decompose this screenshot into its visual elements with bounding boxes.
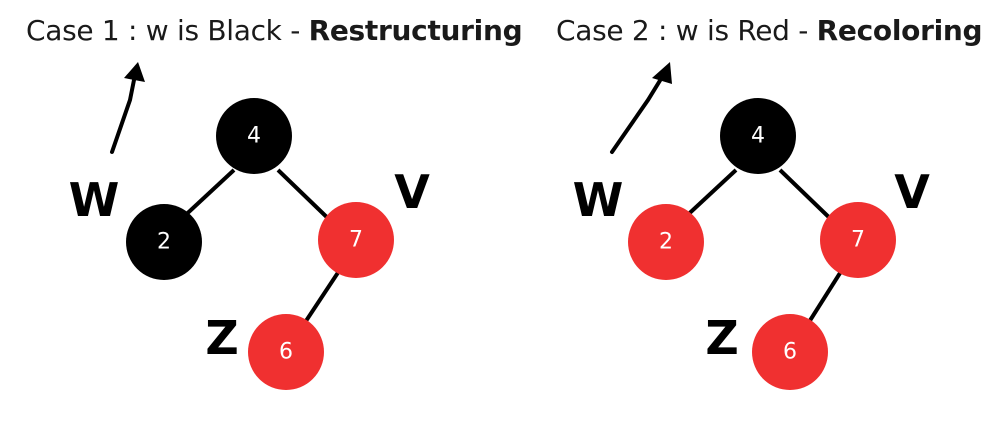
case-1-title-bold: Restructuring xyxy=(308,14,523,47)
case-1-pointer-arrow xyxy=(110,68,138,154)
case-1-label-v: V xyxy=(394,165,430,219)
case-2-node-w-label: 2 xyxy=(659,230,673,255)
case-1-node-root xyxy=(216,98,292,174)
case-2-node-root xyxy=(720,98,796,174)
case-2-tree: 4 2 7 6 W V Z xyxy=(573,62,930,390)
case-1-title: Case 1 : w is Black - Restructuring xyxy=(26,14,523,47)
case-2-pointer-arrowhead xyxy=(652,62,672,84)
case-2-node-v xyxy=(820,202,896,278)
case-2-node-v-label: 7 xyxy=(851,228,865,253)
case-1-node-root-label: 4 xyxy=(247,124,261,149)
case-1-node-v xyxy=(318,202,394,278)
case-2-pointer-arrow xyxy=(610,72,666,154)
case-2-node-z-label: 6 xyxy=(783,340,797,365)
case-1-node-v-label: 7 xyxy=(349,228,363,253)
case-2-label-v: V xyxy=(894,165,930,219)
case-1-pointer-arrowhead xyxy=(124,62,145,82)
case-2-label-z: Z xyxy=(705,311,738,365)
case-2-node-root-label: 4 xyxy=(751,124,765,149)
case-1-edge-v-z xyxy=(298,260,347,332)
case-2-node-w xyxy=(628,204,704,280)
case-1-node-w xyxy=(126,204,202,280)
case-2-node-z xyxy=(752,314,828,390)
case-1-tree: 4 2 7 6 W V Z xyxy=(69,62,430,390)
case-2-title-prefix: Case 2 : w is Red - xyxy=(556,14,817,47)
case-1-title-prefix: Case 1 : w is Black - xyxy=(26,14,309,47)
case-1-node-z-label: 6 xyxy=(279,340,293,365)
case-1-node-z xyxy=(248,314,324,390)
case-1-label-w: W xyxy=(69,173,120,227)
case-2-label-w: W xyxy=(573,173,624,227)
case-1-label-z: Z xyxy=(205,311,238,365)
case-2-title-bold: Recoloring xyxy=(816,14,983,47)
case-2-title: Case 2 : w is Red - Recoloring xyxy=(556,14,983,47)
case-1-node-w-label: 2 xyxy=(157,230,171,255)
